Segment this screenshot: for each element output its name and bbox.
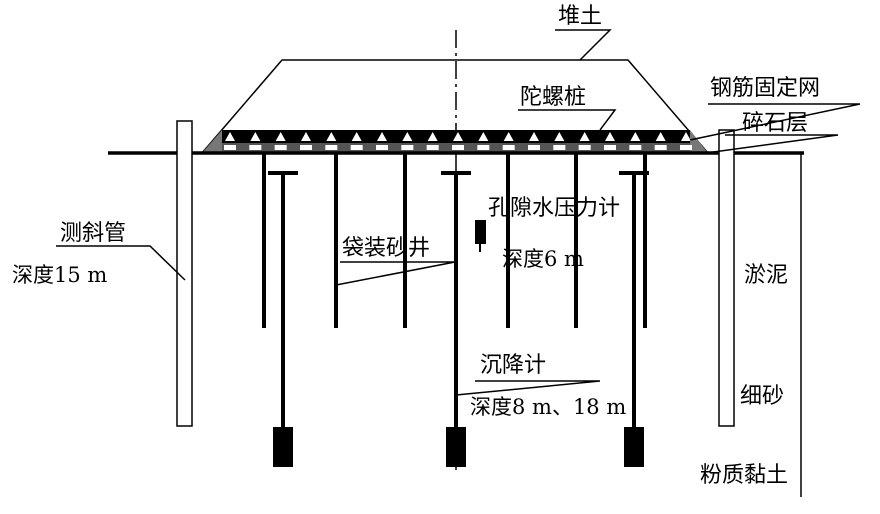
leader-embankment: [555, 29, 612, 61]
pile-head-triangle: [250, 132, 261, 141]
gravel-mark: [249, 145, 262, 150]
pile-head-triangle: [579, 132, 590, 141]
embankment-outline: [201, 59, 709, 154]
gravel-mark: [325, 145, 338, 150]
pile-head-triangle: [681, 132, 691, 141]
pile-head-triangle: [453, 132, 463, 141]
pile-head-triangle: [301, 132, 311, 141]
gravel-mark: [553, 145, 566, 150]
label-silty-clay: 粉质黏土: [700, 463, 788, 488]
pile-triangles: [224, 132, 692, 150]
gravel-mark: [300, 145, 312, 150]
pile-head-triangle: [529, 132, 539, 141]
pile-head-triangle: [351, 132, 362, 141]
label-piezometer: 孔隙水压力计: [488, 196, 620, 221]
gravel-layer-right: [690, 130, 708, 153]
label-sand-drain: 袋装砂井: [342, 236, 430, 261]
gravel-mark: [477, 145, 490, 150]
gravel-mark: [604, 145, 616, 150]
label-steel-mesh: 钢筋固定网: [710, 76, 820, 101]
leader-settlement: [455, 380, 601, 396]
gravel-mark: [502, 145, 515, 150]
pile-head-triangle: [275, 132, 286, 141]
gravel-mark: [401, 145, 414, 150]
gravel-mark: [680, 145, 692, 150]
pile-head-triangle: [326, 132, 337, 141]
pile-head-triangle: [605, 132, 615, 141]
gravel-mark: [426, 145, 439, 150]
sand-drains: [262, 153, 647, 328]
pile-head-triangle: [225, 132, 235, 141]
gravel-mark: [376, 145, 388, 150]
leader-pile: [518, 109, 617, 131]
pile-head-triangle: [655, 132, 666, 141]
label-embankment: 堆土: [558, 4, 602, 29]
label-pile: 陀螺桩: [520, 85, 586, 110]
pile-head-triangle: [554, 132, 565, 141]
label-piezometer-depth: 深度6 m: [502, 247, 584, 271]
gravel-mark: [578, 145, 591, 150]
gravel-mark: [654, 145, 667, 150]
gravel-mark: [350, 145, 363, 150]
settlement-gauge-anchor: [624, 427, 644, 467]
gravel-mark: [528, 145, 540, 150]
pile-head-triangle: [478, 132, 489, 141]
pile-head-triangle: [503, 132, 514, 141]
leader-lines: [56, 29, 861, 396]
label-inclinometer: 测斜管: [60, 221, 126, 246]
settlement-gauges: [268, 171, 649, 467]
label-inclinometer-depth: 深度15 m: [12, 263, 107, 287]
label-settlement-gauge: 沉降计: [480, 353, 546, 378]
pile-head-triangle: [402, 132, 413, 141]
label-silt: 淤泥: [744, 263, 788, 288]
settlement-gauge-anchor: [446, 427, 466, 467]
settlement-gauge-anchor: [273, 427, 293, 467]
pile-head-triangle: [377, 132, 387, 141]
label-fine-sand: 细砂: [740, 384, 784, 409]
piezometer-sensor: [475, 220, 486, 244]
inclinometer-tube-left: [176, 120, 193, 427]
pile-head-triangle: [630, 132, 641, 141]
gravel-mark: [274, 145, 287, 150]
gravel-layer: [202, 130, 222, 153]
inclinometer-tube-right: [718, 129, 735, 427]
gravel-mark: [224, 145, 236, 150]
gravel-mark: [452, 145, 464, 150]
pile-head-triangle: [427, 132, 438, 141]
leader-sand-drain: [335, 261, 456, 286]
gravel-mark: [629, 145, 642, 150]
label-settlement-depth: 深度8 m、18 m: [470, 395, 626, 419]
leader-gravel: [705, 134, 839, 154]
leader-inclinometer: [56, 245, 186, 281]
leader-steel-mesh: [689, 103, 861, 141]
label-gravel-layer: 碎石层: [742, 111, 808, 136]
